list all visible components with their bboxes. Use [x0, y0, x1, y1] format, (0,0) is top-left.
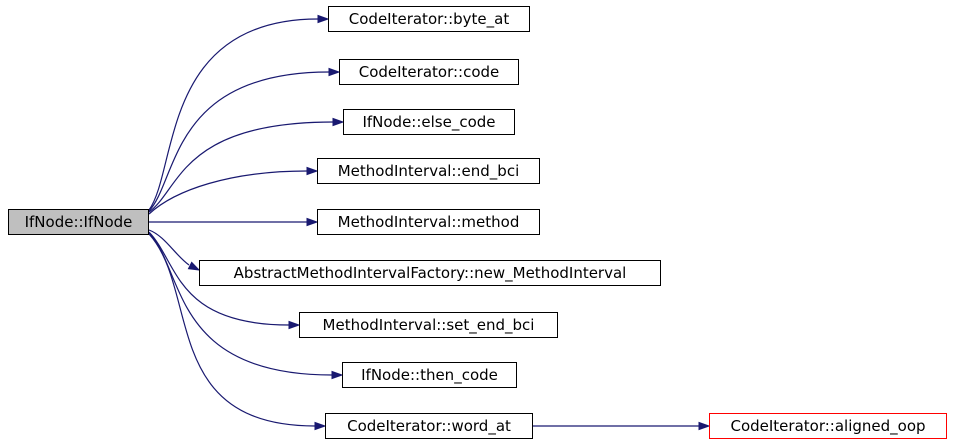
arrowhead-aligned_oop: [698, 421, 711, 431]
node-methodinterval-end-bci[interactable]: MethodInterval::end_bci: [317, 158, 540, 184]
node-methodinterval-method[interactable]: MethodInterval::method: [317, 209, 540, 235]
arrowhead-byte_at: [317, 14, 330, 24]
node-abstractmethodintervalfactory-new-methodinterval[interactable]: AbstractMethodIntervalFactory::new_Metho…: [199, 260, 661, 286]
edge-root-to-code: [148, 71, 330, 212]
edge-root-to-set_end_bci: [148, 231, 290, 326]
node-codeiterator-code[interactable]: CodeIterator::code: [339, 59, 519, 85]
edge-root-to-end_bci: [148, 170, 308, 215]
node-ifnode-else-code[interactable]: IfNode::else_code: [343, 109, 515, 135]
arrowhead-then_code: [331, 370, 344, 380]
arrowhead-new_method_interval: [187, 261, 201, 271]
arrowhead-code: [328, 67, 341, 77]
node-codeiterator-byte-at[interactable]: CodeIterator::byte_at: [328, 6, 530, 32]
arrowhead-word_at: [314, 421, 327, 431]
node-codeiterator-aligned-oop[interactable]: CodeIterator::aligned_oop: [709, 413, 947, 439]
edge-root-to-new_method_interval: [148, 229, 190, 266]
node-codeiterator-word-at[interactable]: CodeIterator::word_at: [325, 413, 533, 439]
arrowhead-else_code: [332, 117, 345, 127]
edge-root-to-then_code: [148, 232, 333, 376]
node-ifnode-ifnode: IfNode::IfNode: [8, 209, 149, 235]
arrowhead-end_bci: [306, 166, 319, 176]
arrowhead-method: [306, 217, 319, 227]
edge-root-to-else_code: [148, 121, 334, 213]
node-ifnode-then-code[interactable]: IfNode::then_code: [342, 362, 517, 388]
node-methodinterval-set-end-bci[interactable]: MethodInterval::set_end_bci: [299, 312, 558, 338]
edge-root-to-word_at: [148, 233, 316, 427]
arrowhead-set_end_bci: [288, 320, 301, 330]
edge-root-to-byte_at: [148, 18, 319, 211]
